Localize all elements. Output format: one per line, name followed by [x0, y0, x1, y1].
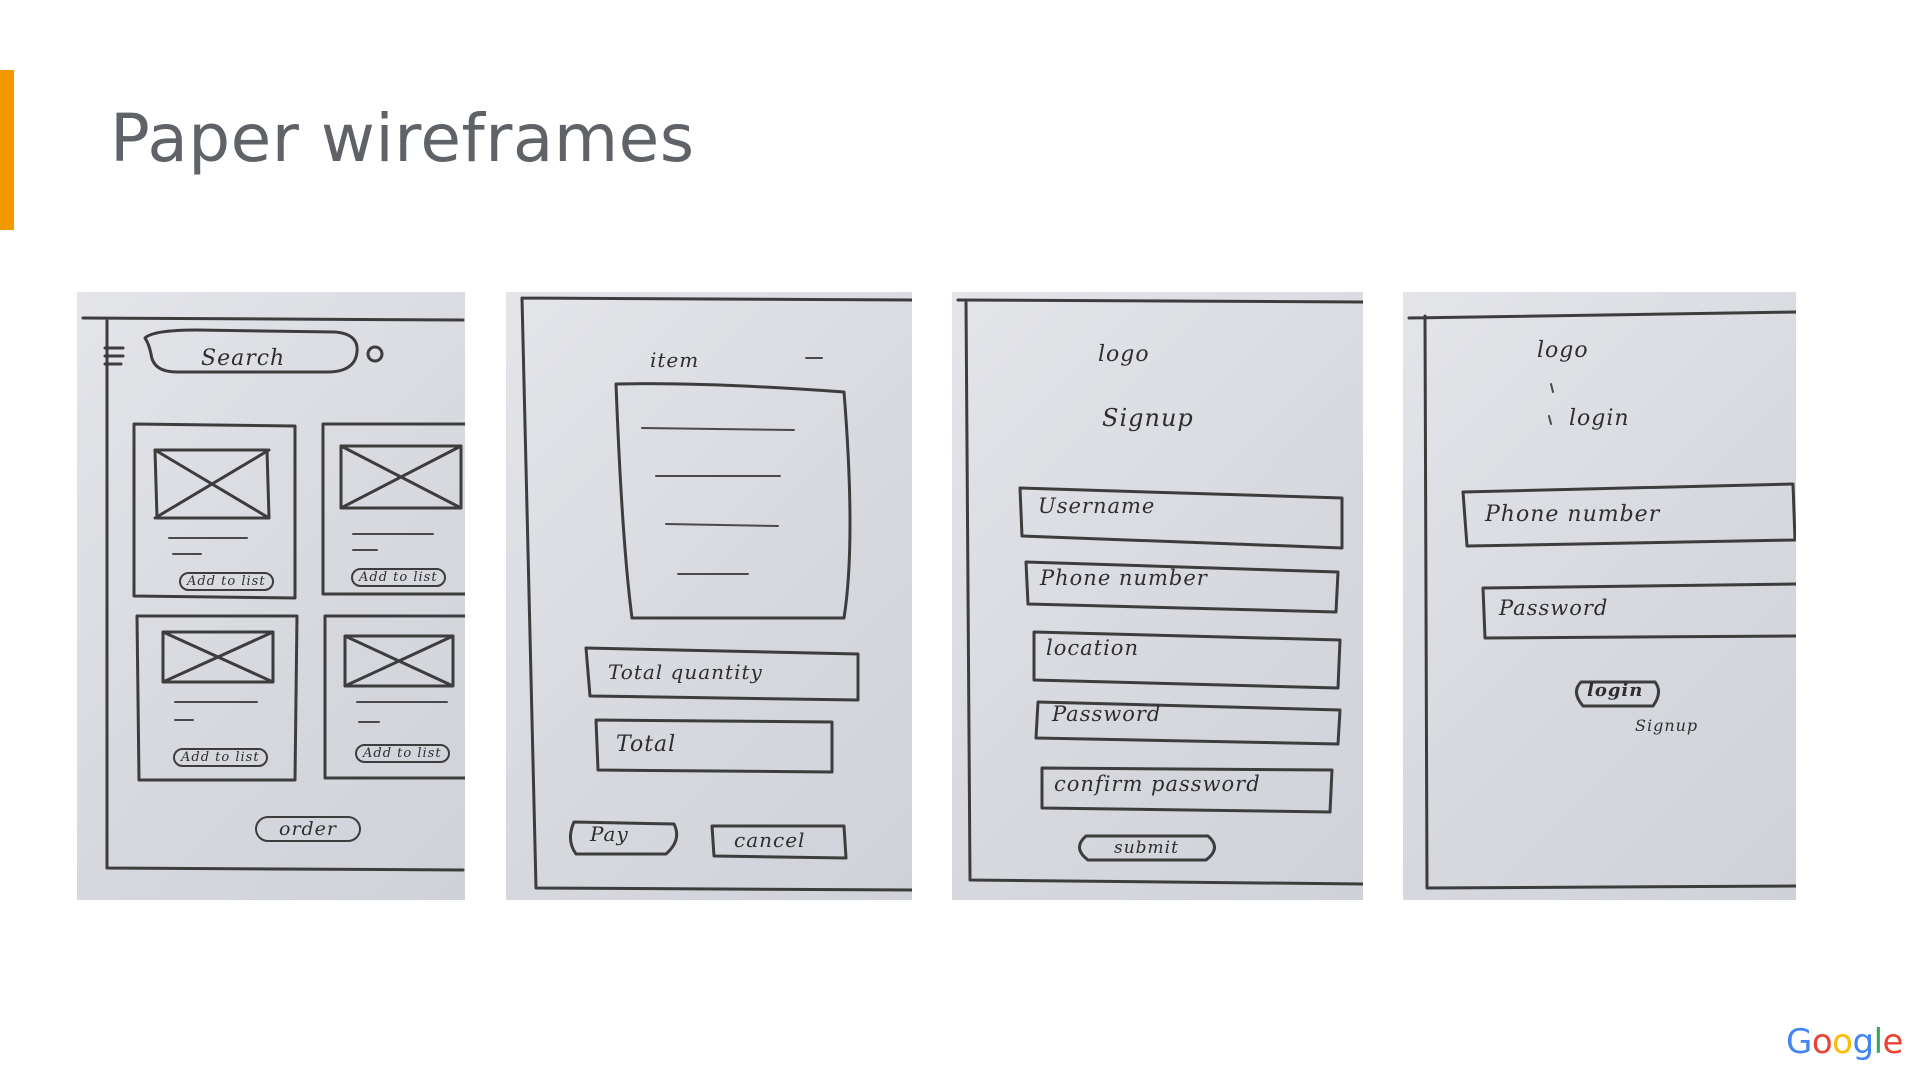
login-heading: login	[1569, 406, 1630, 431]
google-logo-letter: o	[1811, 1022, 1833, 1062]
username-field[interactable]: Username	[1038, 494, 1156, 518]
wireframe-photo-shop: Search Add to list Add to list Add to li…	[77, 292, 465, 900]
logo-placeholder: logo	[1537, 338, 1589, 363]
wireframe-photo-login: logo login Phone number Password login S…	[1403, 292, 1796, 900]
google-logo-letter: G	[1786, 1022, 1812, 1062]
add-to-list-button[interactable]: Add to list	[351, 568, 446, 587]
google-logo-letter: g	[1852, 1022, 1874, 1062]
confirm-password-field[interactable]: confirm password	[1054, 772, 1261, 796]
sketch-lines	[520, 296, 912, 892]
sketch-lines	[81, 316, 465, 872]
total-quantity-field[interactable]: Total quantity	[608, 660, 763, 684]
submit-button[interactable]: submit	[1114, 838, 1179, 858]
sketch-lines	[956, 298, 1363, 886]
sketch-lines	[1407, 310, 1796, 890]
pay-button[interactable]: Pay	[590, 822, 629, 846]
signup-heading: Signup	[1102, 404, 1194, 432]
google-logo-letter: o	[1832, 1022, 1853, 1062]
total-field[interactable]: Total	[616, 732, 677, 757]
item-heading: item	[650, 348, 700, 372]
password-field[interactable]: Password	[1499, 596, 1609, 620]
wireframe-photo-signup: logo Signup Username Phone number locati…	[952, 292, 1363, 900]
login-button[interactable]: login	[1587, 680, 1644, 701]
google-logo-letter: e	[1882, 1022, 1904, 1062]
location-field[interactable]: location	[1046, 636, 1139, 660]
slide-title: Paper wireframes	[110, 100, 695, 177]
add-to-list-button[interactable]: Add to list	[173, 748, 268, 767]
order-button[interactable]: order	[255, 816, 362, 842]
cancel-button[interactable]: cancel	[734, 828, 806, 852]
phone-number-field[interactable]: Phone number	[1040, 566, 1208, 590]
password-field[interactable]: Password	[1052, 702, 1162, 726]
add-to-list-button[interactable]: Add to list	[179, 572, 274, 591]
google-logo-letter: l	[1873, 1022, 1883, 1062]
accent-bar	[0, 70, 14, 230]
search-bar[interactable]: Search	[201, 346, 286, 371]
logo-placeholder: logo	[1098, 342, 1150, 367]
wireframe-photo-checkout: item Total quantity Total Pay cancel	[506, 292, 912, 900]
add-to-list-button[interactable]: Add to list	[355, 744, 450, 763]
phone-number-field[interactable]: Phone number	[1485, 502, 1661, 527]
signup-link[interactable]: Signup	[1635, 716, 1699, 735]
google-logo: Google	[1786, 1022, 1903, 1062]
